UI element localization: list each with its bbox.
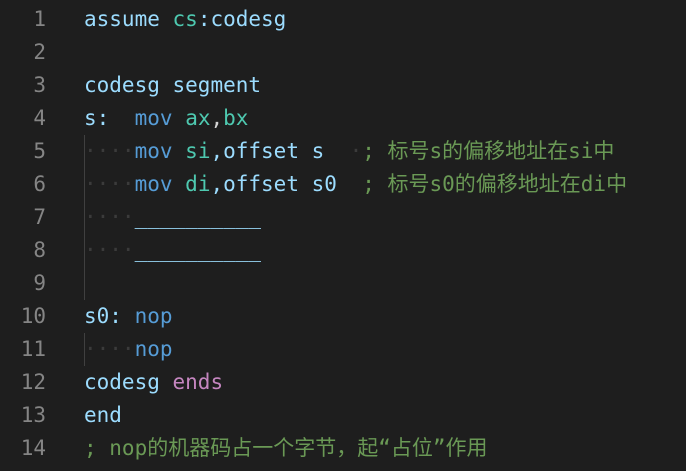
code-token: codesg xyxy=(84,73,160,97)
whitespace-marker: ···· xyxy=(84,238,135,262)
whitespace-marker: ···· xyxy=(84,172,135,196)
line-number: 13 xyxy=(20,403,46,427)
line-code: ····__________ xyxy=(84,201,261,234)
code-token: assume xyxy=(84,7,160,31)
whitespace-marker: ···· xyxy=(84,205,135,229)
code-token: end xyxy=(84,403,122,427)
code-token: si xyxy=(185,139,211,163)
code-line[interactable]: 5 ····mov si,offset s ·; 标号s的偏移地址在si中 xyxy=(0,135,686,168)
code-token xyxy=(160,73,173,97)
code-token: ,offset xyxy=(210,139,299,163)
code-token xyxy=(160,370,173,394)
code-token: ; 标号s的偏移地址在si中 xyxy=(362,139,615,163)
code-token: mov xyxy=(134,172,173,196)
line-number: 1 xyxy=(33,7,46,31)
code-token: s xyxy=(298,139,325,163)
line-number: 14 xyxy=(20,436,46,460)
code-token: , xyxy=(210,106,224,130)
line-number: 10 xyxy=(20,304,46,328)
line-code: s0: nop xyxy=(84,300,173,333)
code-token xyxy=(173,106,186,130)
code-token xyxy=(122,304,135,328)
code-token: s: xyxy=(84,106,110,130)
line-number: 12 xyxy=(20,370,46,394)
code-token: ends xyxy=(172,370,224,394)
code-line[interactable]: 11 ····nop xyxy=(0,333,686,366)
code-token: cs xyxy=(172,7,198,31)
code-line[interactable]: 13 end xyxy=(0,399,686,432)
code-line[interactable]: 14 ; nop的机器码占一个字节，起“占位”作用 xyxy=(0,432,686,465)
line-number: 8 xyxy=(33,238,46,262)
line-code: s: mov ax,bx xyxy=(84,102,248,135)
code-token: ; 标号s0的偏移地址在di中 xyxy=(362,172,628,196)
line-code: codesg ends xyxy=(84,366,223,399)
code-token: ax xyxy=(185,106,211,130)
line-code: ····mov si,offset s ·; 标号s的偏移地址在si中 xyxy=(84,135,614,168)
code-token: bx xyxy=(223,106,249,130)
code-token: __________ xyxy=(134,238,262,262)
line-number: 11 xyxy=(20,337,46,361)
code-token xyxy=(160,7,173,31)
line-code: ; nop的机器码占一个字节，起“占位”作用 xyxy=(84,432,488,465)
line-number: 2 xyxy=(33,40,46,64)
indent-guide xyxy=(84,168,85,201)
indent-guide xyxy=(84,135,85,168)
code-line[interactable]: 8 ····__________ xyxy=(0,234,686,267)
code-line[interactable]: 10 s0: nop xyxy=(0,300,686,333)
code-token: codesg xyxy=(84,370,160,394)
code-token xyxy=(337,172,362,196)
whitespace-marker: ···· xyxy=(84,139,135,163)
code-line[interactable]: 7 ····__________ xyxy=(0,201,686,234)
code-line[interactable]: 2 xyxy=(0,36,686,69)
code-token: s0 xyxy=(298,172,337,196)
code-token: ,offset xyxy=(210,172,299,196)
code-token: mov xyxy=(134,106,173,130)
indent-guide xyxy=(84,201,85,234)
line-code: assume cs:codesg xyxy=(84,3,286,36)
code-token xyxy=(173,172,186,196)
indent-guide xyxy=(84,267,85,300)
code-token: nop xyxy=(134,304,173,328)
code-token xyxy=(109,106,134,130)
code-line[interactable]: 4 s: mov ax,bx xyxy=(0,102,686,135)
code-token: di xyxy=(185,172,211,196)
code-token: mov xyxy=(134,139,173,163)
line-code: end xyxy=(84,399,122,432)
indent-guide xyxy=(84,234,85,267)
code-line[interactable]: 6 ····mov di,offset s0 ; 标号s0的偏移地址在di中 xyxy=(0,168,686,201)
whitespace-marker: ···· xyxy=(84,337,135,361)
code-line[interactable]: 1 assume cs:codesg xyxy=(0,3,686,36)
line-code: ····nop xyxy=(84,333,173,366)
code-token: __________ xyxy=(134,205,262,229)
code-token: :codesg xyxy=(197,7,287,31)
line-number: 9 xyxy=(33,271,46,295)
line-code: ····__________ xyxy=(84,234,261,267)
line-number: 5 xyxy=(33,139,46,163)
code-token: ; nop的机器码占一个字节，起“占位”作用 xyxy=(84,436,488,460)
code-token xyxy=(173,139,186,163)
code-line[interactable]: 3 codesg segment xyxy=(0,69,686,102)
code-line[interactable]: 12 codesg ends xyxy=(0,366,686,399)
code-token: s0: xyxy=(84,304,122,328)
code-token: nop xyxy=(134,337,173,361)
line-number: 6 xyxy=(33,172,46,196)
line-code: ····mov di,offset s0 ; 标号s0的偏移地址在di中 xyxy=(84,168,627,201)
whitespace-marker: · xyxy=(324,139,363,163)
code-token: segment xyxy=(172,73,262,97)
line-number: 7 xyxy=(33,205,46,229)
code-line[interactable]: 9 xyxy=(0,267,686,300)
line-number: 3 xyxy=(33,73,46,97)
line-code: codesg segment xyxy=(84,69,261,102)
line-number: 4 xyxy=(33,106,46,130)
indent-guide xyxy=(84,333,85,366)
